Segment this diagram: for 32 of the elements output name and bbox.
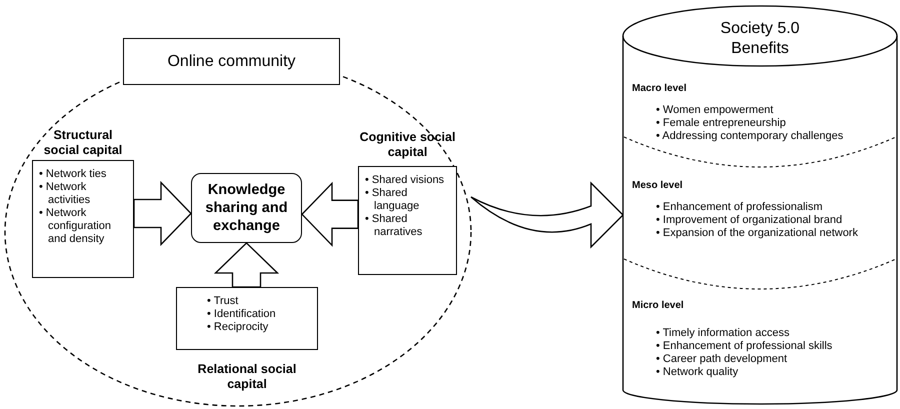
group-heading: Relational social capital: [196, 362, 298, 392]
list-item: • Enhancement of professional skills: [656, 340, 834, 353]
list-item: • Identification: [207, 308, 277, 321]
list-item: • Network ties: [39, 168, 108, 181]
list-item: • Network quality: [656, 366, 740, 379]
list-item: • Network configuration and density: [39, 207, 112, 246]
list-item: • Reciprocity: [207, 321, 270, 334]
list-item: • Female entrepreneurship: [656, 117, 787, 130]
list-item: • Career path development: [656, 353, 788, 366]
list-item: • Enhancement of professionalism: [656, 201, 824, 214]
block-arrow: [301, 182, 359, 247]
group-title: Online community: [123, 38, 340, 85]
list-item: • Addressing contemporary challenges: [656, 130, 844, 143]
curved-arrow: [470, 182, 624, 248]
list-item: • Expansion of the organizational network: [656, 227, 859, 240]
list-item: • Women empowerment: [656, 104, 774, 117]
block-arrow: [214, 242, 280, 288]
list-item: • Shared visions: [365, 174, 446, 187]
list-item: • Timely information access: [656, 327, 790, 340]
cylinder-title: Society 5.0 Benefits: [719, 19, 801, 59]
process-box: Knowledge sharing and exchange: [191, 173, 302, 243]
level-heading: Micro level: [632, 300, 684, 312]
group-heading: Cognitive social capital: [360, 130, 456, 160]
list-item: • Improvement of organizational brand: [656, 214, 844, 227]
list-item: • Shared language: [365, 187, 420, 213]
group-heading: Structural social capital: [42, 128, 124, 158]
level-heading: Macro level: [632, 83, 686, 95]
level-heading: Meso level: [632, 180, 683, 192]
list-item: • Network activities: [39, 181, 92, 207]
list-item: • Trust: [207, 295, 240, 308]
block-arrow: [133, 180, 192, 246]
list-item: • Shared narratives: [365, 213, 424, 239]
